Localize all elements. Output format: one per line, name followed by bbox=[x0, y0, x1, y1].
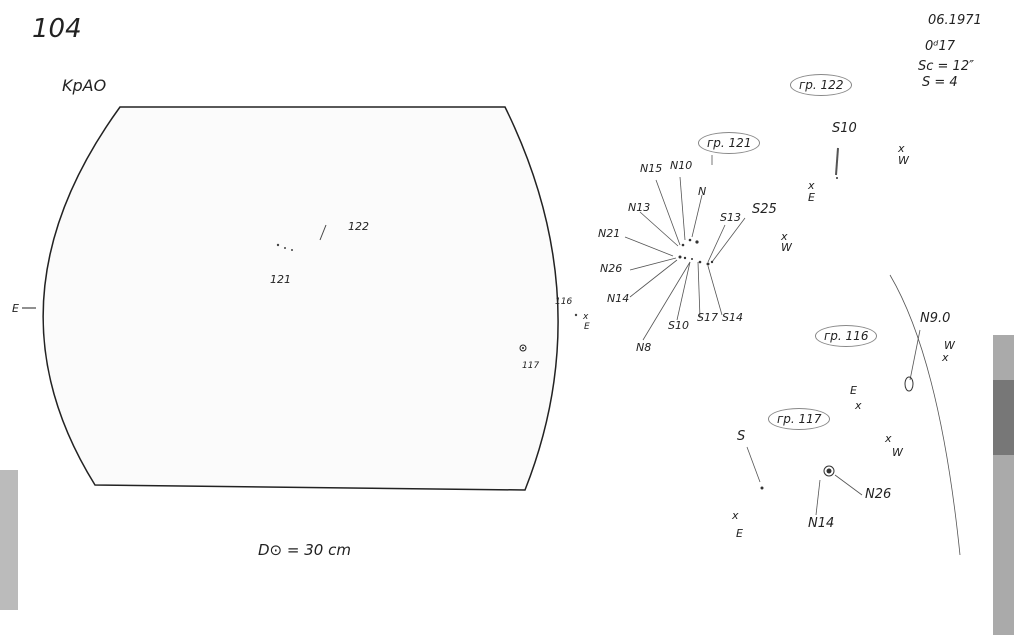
seeing-s: S = 4 bbox=[922, 75, 958, 90]
orient-mark: W bbox=[898, 154, 909, 167]
group-label-121: 121 bbox=[270, 273, 291, 286]
group-label-122: 122 bbox=[348, 220, 369, 233]
spot-label: N14 bbox=[607, 292, 630, 305]
limb-e: E bbox=[584, 322, 590, 332]
spot-label: N13 bbox=[628, 201, 651, 214]
observatory-label: KpAO bbox=[62, 76, 107, 95]
east-label: E bbox=[12, 302, 19, 315]
sheet-number: 104 bbox=[32, 14, 82, 44]
spot-label: N9.0 bbox=[920, 311, 951, 326]
spot-label: S14 bbox=[722, 311, 743, 324]
spot-label: N26 bbox=[865, 487, 892, 502]
disk-diameter-note: D⊙ = 30 cm bbox=[258, 541, 351, 559]
orient-mark: W bbox=[892, 446, 903, 459]
group-117-title: гр. 117 bbox=[768, 408, 831, 430]
date: 06.1971 bbox=[928, 13, 982, 28]
orient-mark: W bbox=[781, 241, 792, 254]
spot-label: N bbox=[698, 185, 707, 198]
spot-label: N14 bbox=[808, 516, 835, 531]
group-122-title: гр. 122 bbox=[790, 74, 853, 96]
seeing-sc: Sc = 12″ bbox=[918, 59, 974, 74]
spot-label: S10 bbox=[832, 121, 857, 136]
time: 0ᵈ17 bbox=[925, 39, 956, 54]
orient-mark: x bbox=[898, 142, 905, 155]
spot-label: N26 bbox=[600, 262, 623, 275]
orient-mark: E bbox=[808, 191, 815, 204]
orient-mark: x bbox=[732, 509, 739, 522]
orient-mark: x bbox=[885, 432, 892, 445]
spot-117-detail bbox=[823, 465, 835, 477]
spot-116 bbox=[904, 376, 914, 392]
orient-mark: E bbox=[736, 527, 743, 540]
orient-mark: x bbox=[808, 179, 815, 192]
solar-disk-outline bbox=[42, 106, 559, 491]
orient-mark: x bbox=[942, 351, 949, 364]
orient-mark: x bbox=[781, 230, 788, 243]
spot-label: N21 bbox=[598, 227, 621, 240]
spot-label: N15 bbox=[640, 162, 663, 175]
spot-label: S bbox=[737, 429, 746, 444]
spot-label: S25 bbox=[752, 202, 777, 217]
spot-label: N10 bbox=[670, 159, 693, 172]
spot-label: S17 bbox=[697, 311, 718, 324]
orient-mark: x bbox=[855, 399, 862, 412]
orient-mark: E bbox=[850, 384, 857, 397]
orient-mark: W bbox=[944, 339, 955, 352]
limb-x: x bbox=[583, 312, 589, 322]
spot-label: S13 bbox=[720, 211, 741, 224]
group-label-116: 116 bbox=[555, 297, 573, 307]
group-label-117: 117 bbox=[522, 361, 540, 371]
group-116-title: гр. 116 bbox=[815, 325, 878, 347]
spot-117 bbox=[519, 344, 527, 352]
spot-label: N8 bbox=[636, 341, 652, 354]
spot-label: S10 bbox=[668, 319, 689, 332]
scan-edge-left bbox=[0, 470, 18, 610]
group-121-title: гр. 121 bbox=[698, 132, 761, 154]
